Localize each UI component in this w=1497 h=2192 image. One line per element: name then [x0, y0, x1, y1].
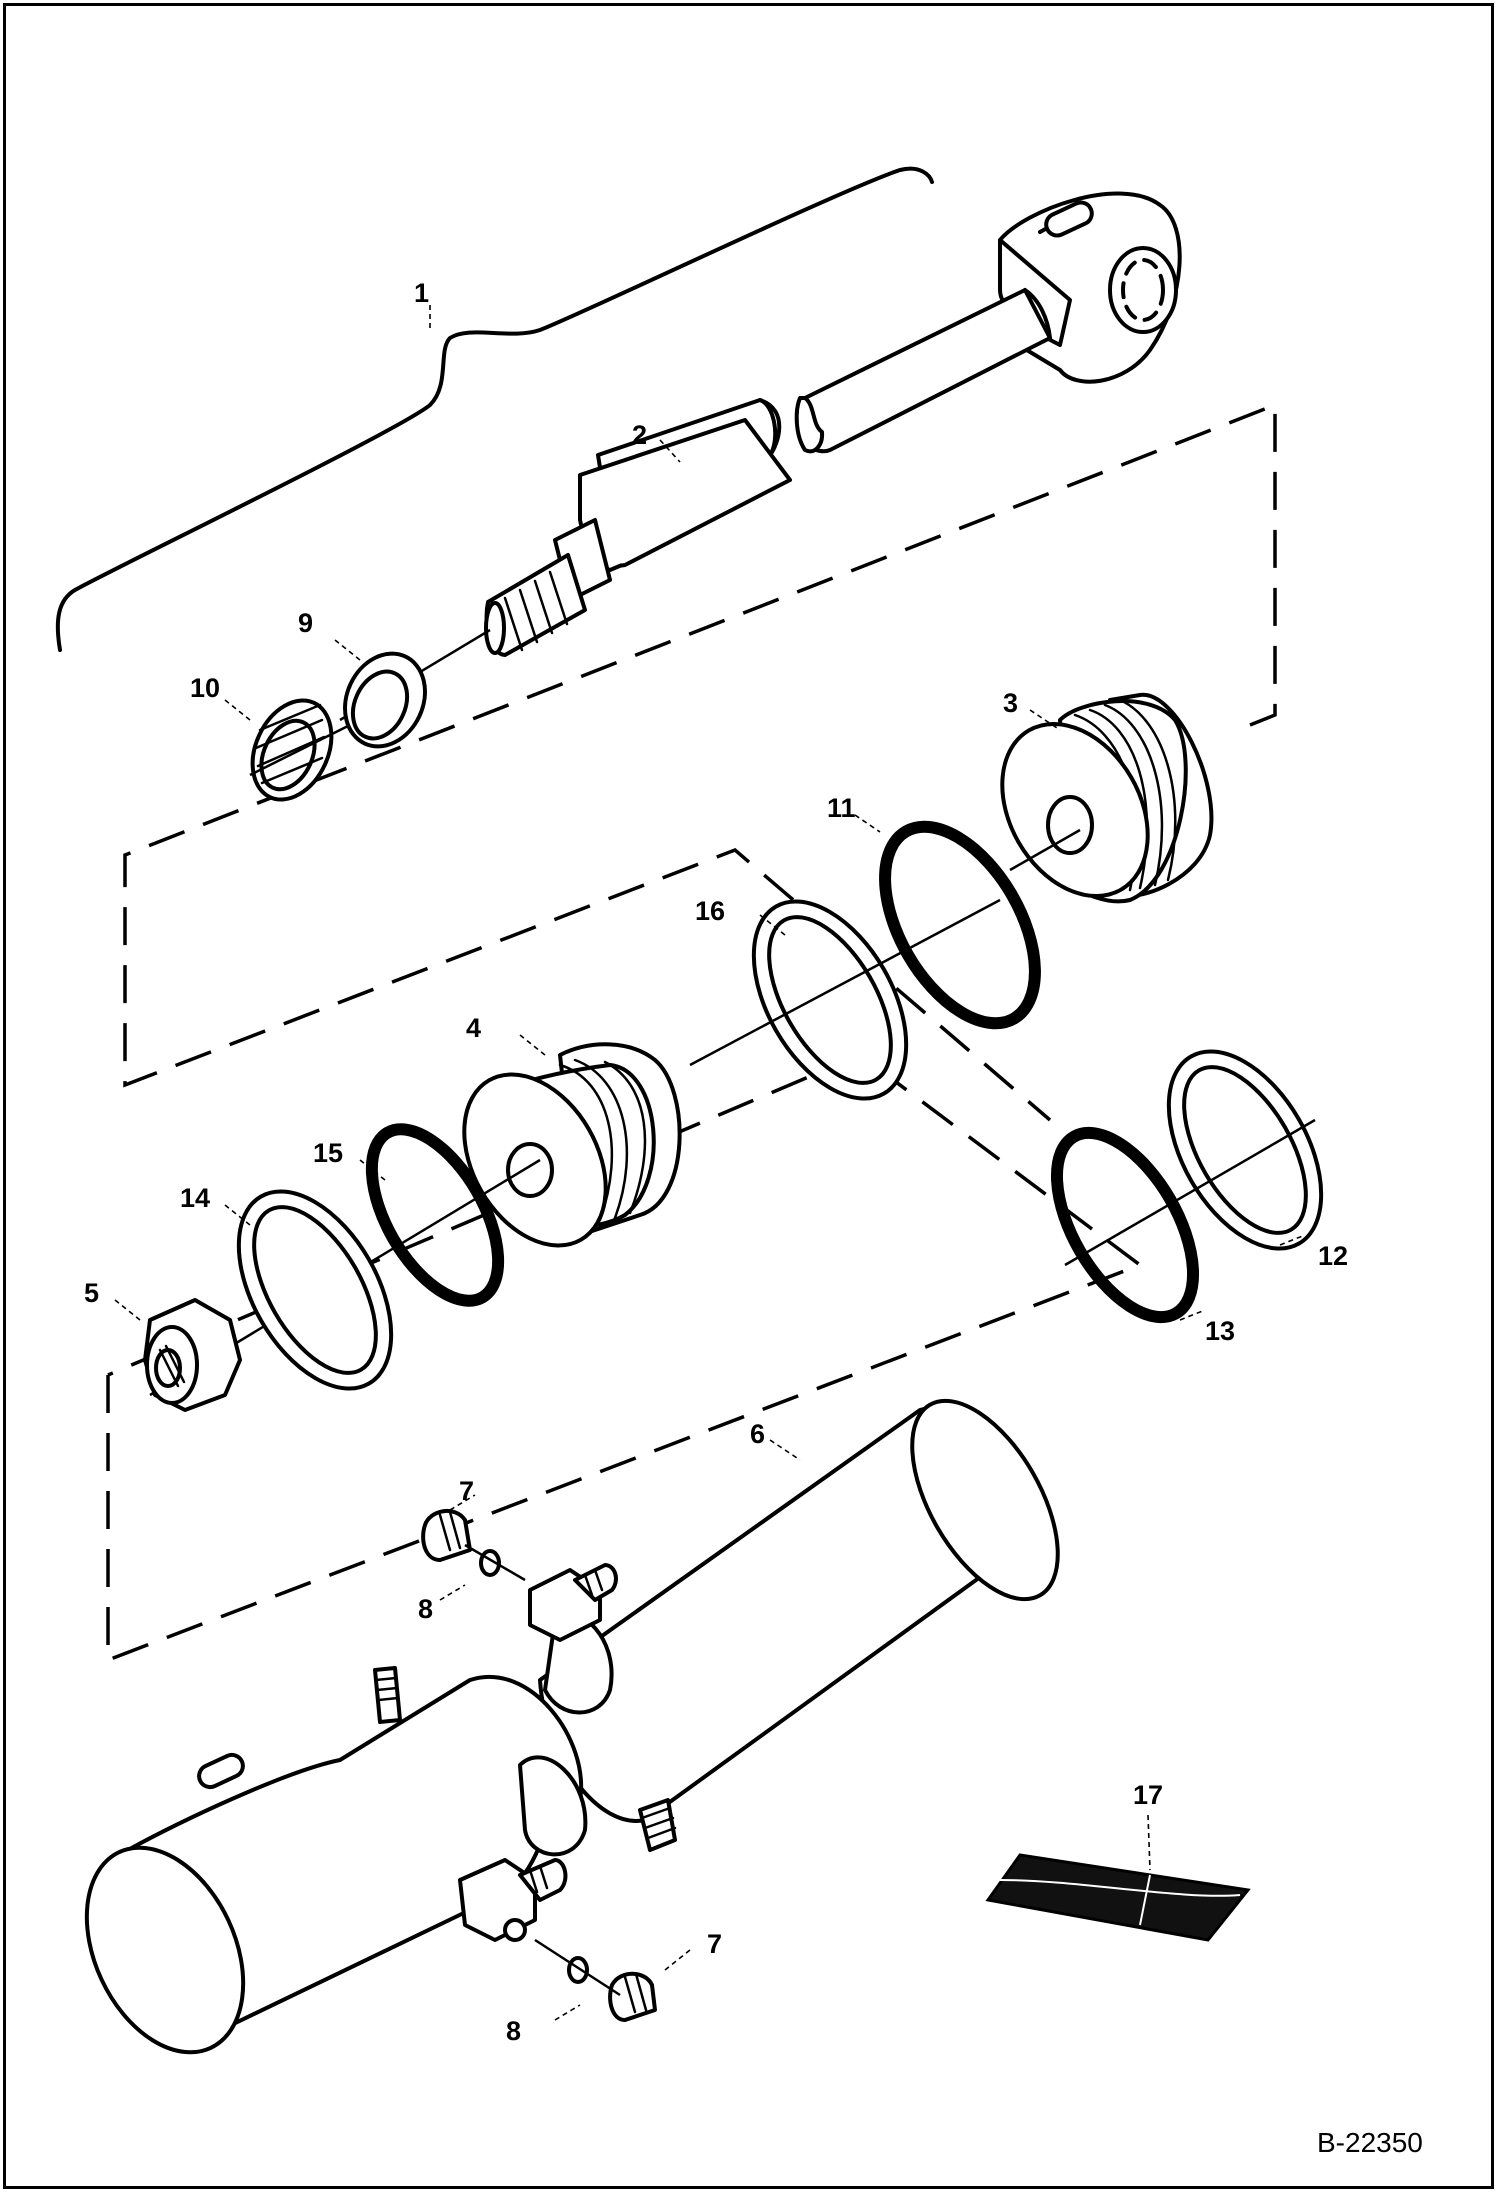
figure-reference-code: B-22350: [1317, 2127, 1423, 2158]
callout-5: 5: [84, 1278, 99, 1308]
rod-seal: [250, 698, 334, 802]
cylinder-barrel: [528, 1398, 1060, 1852]
callout-11: 11: [827, 793, 856, 823]
piston-rod: [339, 191, 1182, 722]
port-o-ring-lower: [567, 1956, 589, 1984]
head-wear-ring: [1166, 1049, 1324, 1251]
callout-14: 14: [180, 1183, 210, 1213]
callout-7-lower: 7: [707, 1929, 722, 1959]
callout-6: 6: [750, 1419, 765, 1449]
callout-7-upper: 7: [459, 1476, 474, 1506]
callout-12: 12: [1318, 1241, 1348, 1271]
cylinder-head: [1000, 692, 1214, 904]
assembly-brace: [55, 166, 934, 652]
lock-nut: [143, 1298, 242, 1412]
callout-13: 13: [1205, 1316, 1235, 1346]
callout-3: 3: [1003, 688, 1018, 718]
rod-wiper: [343, 651, 427, 749]
callout-8-upper: 8: [418, 1594, 433, 1624]
piston-wear-ring: [236, 1189, 394, 1391]
callout-15: 15: [313, 1138, 343, 1168]
callout-8-lower: 8: [506, 2016, 521, 2046]
callout-2: 2: [632, 420, 647, 450]
callout-4: 4: [466, 1013, 481, 1043]
head-static-o-ring: [1050, 1126, 1200, 1324]
decal-strip: [985, 1853, 1251, 1942]
figure-frame: [3, 3, 1494, 2189]
callout-9: 9: [298, 608, 313, 638]
piston: [462, 1042, 682, 1248]
cylinder-base-end: [84, 1666, 588, 2055]
port-plug-lower: [608, 1971, 657, 2022]
piston-o-ring: [365, 1123, 505, 1307]
callout-16: 16: [695, 896, 725, 926]
callout-17: 17: [1133, 1780, 1163, 1810]
seal-kit-dashed-outline-upper: [123, 402, 1277, 1122]
seal-kit-dashed-outline-lower: [106, 1052, 1144, 1663]
port-plug-upper: [421, 1509, 472, 1562]
callout-1: 1: [414, 278, 429, 308]
head-o-ring: [879, 820, 1041, 1030]
callout-10: 10: [190, 673, 220, 703]
head-backup-ring: [751, 899, 909, 1101]
